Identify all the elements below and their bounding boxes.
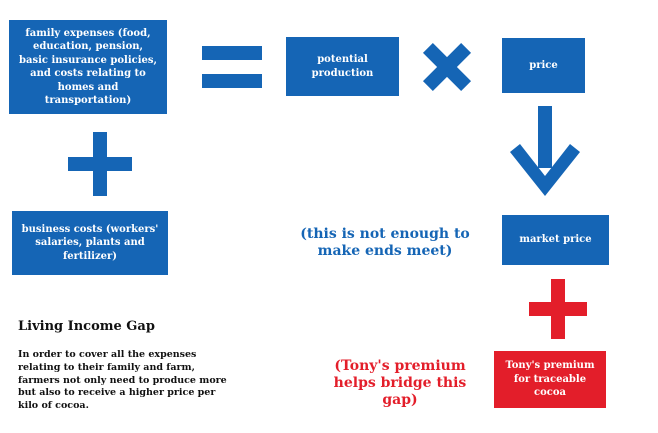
arrow-down-icon <box>510 106 580 196</box>
premium-bridge-note: (Tony's premium helps bridge this gap) <box>333 358 467 408</box>
family-expenses-label: family expenses (food, education, pensio… <box>18 27 157 107</box>
price-box: price <box>502 38 585 93</box>
plus-icon <box>529 279 587 339</box>
business-costs-label: business costs (workers' salaries, plant… <box>21 223 159 262</box>
tonys-premium-label: Tony's premium for traceable cocoa <box>505 360 595 399</box>
market-price-label: market price <box>519 234 592 246</box>
equals-icon <box>202 46 262 88</box>
market-price-box: market price <box>502 215 609 265</box>
tonys-premium-box: Tony's premium for traceable cocoa <box>494 351 606 408</box>
living-income-gap-title: Living Income Gap <box>18 319 155 334</box>
multiply-icon <box>422 42 472 92</box>
not-enough-note: (this is not enough to make ends meet) <box>300 226 470 259</box>
potential-production-label: potential production <box>311 54 374 79</box>
living-income-gap-description: In order to cover all the expenses relat… <box>18 349 227 412</box>
plus-icon <box>68 132 132 196</box>
business-costs-box: business costs (workers' salaries, plant… <box>12 211 168 275</box>
potential-production-box: potential production <box>286 37 399 96</box>
family-expenses-box: family expenses (food, education, pensio… <box>9 20 167 114</box>
price-label: price <box>529 59 558 71</box>
